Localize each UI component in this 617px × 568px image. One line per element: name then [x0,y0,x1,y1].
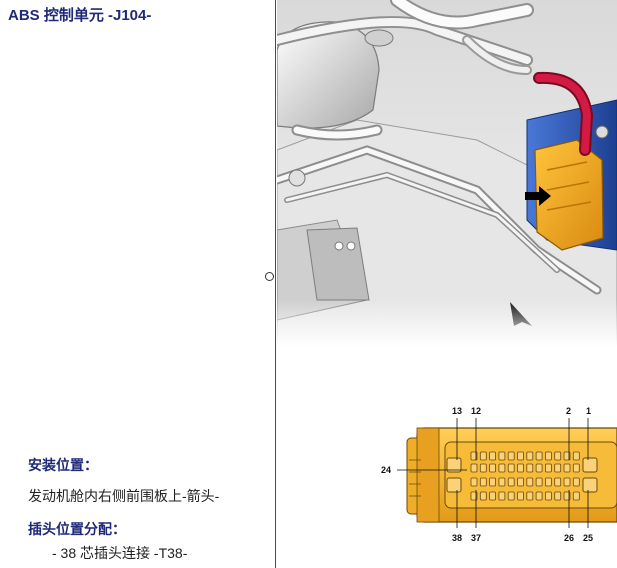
margin-circle-marker [265,272,274,281]
pin-cavity [507,491,515,501]
pin-label-38: 38 [452,533,462,543]
pin-cavity [526,477,534,487]
pin-cavity [507,477,515,487]
pin-cavity [498,477,506,487]
pin-cavity [563,491,571,501]
pin-cavity [507,463,515,473]
arrow-icon [525,186,551,206]
pin-cavity [535,477,543,487]
pin-label-13: 13 [452,406,462,416]
pin-cavity [489,451,497,461]
pin-label-1: 1 [586,406,591,416]
pin-cavity [479,477,487,487]
plug-assignment-heading: 插头位置分配： [28,521,126,537]
pin-cavity [498,491,506,501]
pin-cavity [563,451,571,461]
pin-cavity [563,477,571,487]
install-location-text: 发动机舱内右侧前围板上-箭头- [28,488,220,504]
pin-cavity [544,491,552,501]
engine-bay-illustration [277,0,617,346]
pin-cavity [554,451,562,461]
pin-cavity [554,477,562,487]
pin-cavity [554,491,562,501]
pin-cavity [507,451,515,461]
pin-cavity [535,451,543,461]
pin-cavity [489,491,497,501]
pin-cavity [479,491,487,501]
pin-cavity [498,463,506,473]
pin-cavity [544,451,552,461]
pin-cavity [572,491,580,501]
install-location-heading: 安装位置： [28,457,98,473]
pin-cavity [470,463,478,473]
pin-cavity [470,477,478,487]
column-divider [275,0,276,568]
pin-cavity [526,451,534,461]
pin-cavity [517,451,524,461]
plug-assignment-item: - 38 芯插头连接 -T38- [52,545,188,561]
pin-cavity [517,463,524,473]
pin-cavity [535,463,543,473]
pin-cavity [479,463,487,473]
pin-label-26: 26 [564,533,574,543]
pin-cavity [572,477,580,487]
pin-cavity [498,451,506,461]
connector-pinout-diagram: 13 12 2 1 24 38 37 26 25 [381,406,617,543]
pin-label-37: 37 [471,533,481,543]
pin-label-25: 25 [583,533,593,543]
pin-cavity [489,477,497,487]
pin-cavity [572,463,580,473]
pin-cavity [554,463,562,473]
pin-cavity [526,491,534,501]
pin-cavity [572,451,580,461]
pin-cavity [517,477,524,487]
pin-cavity [489,463,497,473]
pin-cavity [470,491,478,501]
pin-cavity [470,451,478,461]
pin-cavity [517,491,524,501]
pin-cavity [544,477,552,487]
pin-cavity [479,451,487,461]
pin-label-24: 24 [381,465,391,475]
pin-cavity [544,463,552,473]
pin-label-12: 12 [471,406,481,416]
pin-cavity [535,491,543,501]
pin-cavity [526,463,534,473]
pin-label-2: 2 [566,406,571,416]
page-title: ABS 控制单元 -J104- [8,7,152,24]
pin-cavity [563,463,571,473]
